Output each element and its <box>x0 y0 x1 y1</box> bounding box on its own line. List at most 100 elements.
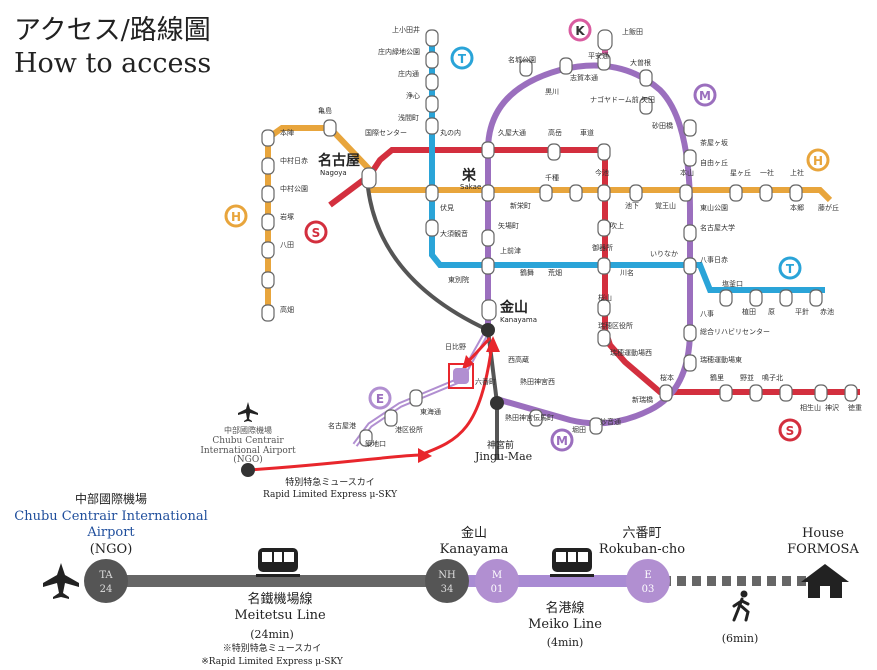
label-atsutajinguhigashi: 熱田神宮西 <box>520 377 555 386</box>
train-icon-meiko <box>550 548 594 577</box>
svg-text:03: 03 <box>642 584 655 595</box>
label-hoshigaoka: 星ヶ丘 <box>730 168 751 177</box>
label-hisaya: 久屋大通 <box>498 128 526 137</box>
label-nishitakakura: 西高蔵 <box>508 355 529 364</box>
label-kakuozan: 覚王山 <box>655 201 676 210</box>
label-minatokuyakusho: 港区役所 <box>395 425 423 434</box>
label-hatta: 八田 <box>280 241 294 249</box>
svg-text:M: M <box>556 434 568 448</box>
label-takabata: 高畑 <box>280 305 294 314</box>
label-mizuhoundohigashi: 瑞穂運動場東 <box>700 355 742 364</box>
kanayama-label-en: Kanayama <box>440 542 509 557</box>
label-takaoka: 高岳 <box>548 128 562 137</box>
walking-icon <box>732 590 750 622</box>
svg-text:TA: TA <box>99 570 113 581</box>
svg-text:E: E <box>376 392 384 406</box>
svg-text:International Airport: International Airport <box>200 446 296 456</box>
label-shonai: 庄内緑地公園 <box>378 47 420 56</box>
label-sakuramoto: 桜本 <box>660 373 674 382</box>
station-markers <box>261 29 858 447</box>
label-nagoya: 名古屋 <box>318 152 360 169</box>
svg-text:S: S <box>786 424 795 438</box>
label-hirabari: 平針 <box>795 307 809 316</box>
svg-text:M: M <box>492 570 502 581</box>
label-honjin: 本陣 <box>280 128 294 137</box>
station-e03: E 03 <box>626 559 670 603</box>
label-kokusai: 国際センター <box>365 128 407 137</box>
label-arahata: 荒畑 <box>548 268 562 277</box>
label-yagoto: 八事 <box>700 309 714 318</box>
page-title: アクセス/路線圖 How to access <box>14 14 211 80</box>
badge-h-west: H <box>224 204 248 228</box>
svg-text:中部國際機場: 中部國際機場 <box>224 425 272 435</box>
label-nagoyako: 名古屋港 <box>328 421 356 430</box>
meiko-label-ja: 名港線 <box>545 600 584 616</box>
badge-k: K <box>568 18 592 42</box>
badge-t-north: T <box>450 46 474 70</box>
label-tsukijiguchi: 築地口 <box>365 439 386 448</box>
station-ta24: TA 24 <box>84 559 128 603</box>
label-osu: 大須観音 <box>440 229 468 238</box>
meitetsu-note-en: ※Rapid Limited Express μ-SKY <box>201 657 344 667</box>
label-shiga: 志賀本通 <box>570 73 598 82</box>
meiko-label-en: Meiko Line <box>528 617 602 632</box>
airplane-icon <box>238 402 258 422</box>
label-horita: 堀田 <box>572 425 586 434</box>
svg-text:Rapid Limited Express μ-SKY: Rapid Limited Express μ-SKY <box>263 490 398 500</box>
route-arrowhead-mid <box>418 448 432 463</box>
label-heian: 平安通 <box>588 51 609 60</box>
label-myoonji: 妙音通 <box>600 417 621 426</box>
label-sakurayama: 桜山 <box>598 293 612 302</box>
label-sogoriha: 総合リハビリセンター <box>700 327 770 336</box>
station-m01: M 01 <box>475 559 519 603</box>
svg-text:(NGO): (NGO) <box>233 454 262 465</box>
label-nakamura: 中村日赤 <box>280 156 308 165</box>
label-kanayama-en: Kanayama <box>500 316 537 324</box>
label-nagoyadaigaku: 名古屋大学 <box>700 223 735 232</box>
svg-text:E: E <box>644 570 651 581</box>
label-tsurumai: 鶴舞 <box>520 268 534 277</box>
airport-label-code: (NGO) <box>90 542 133 557</box>
label-ueda: 植田 <box>742 307 756 316</box>
svg-text:NH: NH <box>438 570 456 581</box>
label-fushimi: 伏見 <box>440 203 454 212</box>
meitetsu-map-line <box>366 187 489 332</box>
jingumae-node <box>490 396 504 410</box>
label-kamiyashiro2: 神沢 <box>825 403 839 412</box>
label-aioiyama: 相生山 <box>800 403 821 412</box>
label-mizuho: 瑞穂区役所 <box>598 321 633 330</box>
meitetsu-label-ja: 名鐵機場線 <box>247 591 312 607</box>
meitetsu-time: (24min) <box>250 628 294 641</box>
label-tsurusato: 鶴里 <box>710 373 724 382</box>
label-ikeshita: 池下 <box>625 201 639 210</box>
svg-text:01: 01 <box>491 584 504 595</box>
route-label: 特別特急ミュースカイ Rapid Limited Express μ-SKY <box>263 476 398 500</box>
label-gokiso: 御器所 <box>592 243 613 252</box>
label-marunouchi: 丸の内 <box>440 128 461 137</box>
label-akaike: 赤池 <box>820 307 834 316</box>
label-sengen: 浅間町 <box>398 113 419 122</box>
label-kanayama: 金山 <box>499 299 528 316</box>
badge-m-south: M <box>550 428 574 452</box>
rokuban-highlight <box>448 363 474 389</box>
label-yagotonisseki: 八事日赤 <box>700 255 728 264</box>
label-sunada: 砂田橋 <box>652 121 673 130</box>
kanayama-node <box>481 323 495 337</box>
label-kamiiida: 上飯田 <box>622 27 643 36</box>
meitetsu-label-en: Meitetsu Line <box>234 608 326 623</box>
svg-text:S: S <box>312 226 321 240</box>
badge-m: M <box>693 83 717 107</box>
airport-label-en2: Airport <box>86 525 135 540</box>
label-iwatsuka: 岩塚 <box>280 212 294 221</box>
kanayama-label-ja: 金山 <box>461 525 487 541</box>
sakuradori-line <box>328 147 860 395</box>
label-shinsakae: 新栄町 <box>510 201 531 210</box>
title-en: How to access <box>14 48 212 79</box>
svg-text:T: T <box>786 262 795 276</box>
badge-t-east: T <box>778 256 802 280</box>
walk-time: (6min) <box>722 632 759 645</box>
label-tokushige: 徳重 <box>848 403 862 412</box>
meijo-line <box>485 62 693 427</box>
label-motoyama: 本山 <box>680 168 694 177</box>
